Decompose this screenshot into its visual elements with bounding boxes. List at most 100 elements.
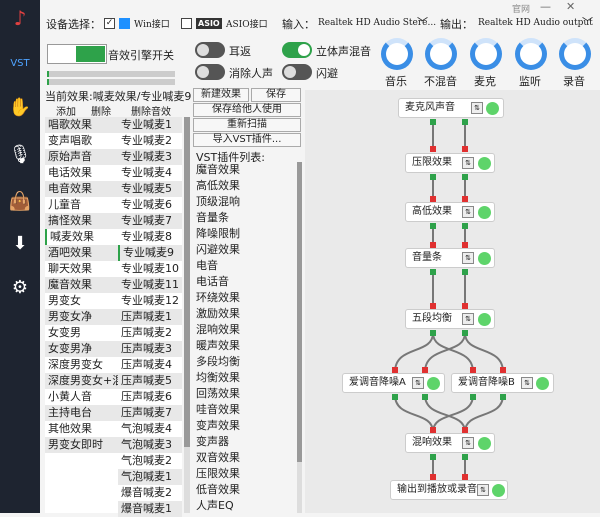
node-settings-icon[interactable]: ⇅ [462, 313, 474, 325]
chain-node-output[interactable]: 输出到播放或录音 ⇅ [390, 480, 508, 500]
preset-list-item[interactable]: 专业喊麦11 [118, 277, 182, 293]
vst-plugin-item[interactable]: 闪避效果 [196, 243, 240, 256]
chain-node-eq5[interactable]: 五段均衡 ⇅ [405, 309, 495, 329]
node-settings-icon[interactable]: ⇅ [462, 252, 474, 264]
preset-list-item[interactable]: 爆音喊麦1 [118, 501, 182, 517]
microphone-icon[interactable]: 🎙 [8, 144, 32, 165]
preset-list-item[interactable]: 压声喊麦1 [118, 309, 182, 325]
node-settings-icon[interactable]: ⇅ [471, 102, 483, 114]
preset-list-item[interactable]: 压声喊麦7 [118, 405, 182, 421]
vst-plugin-item[interactable]: 变声器 [196, 435, 229, 448]
node-enabled-indicator[interactable] [478, 157, 491, 170]
vst-plugin-item[interactable]: 电话音 [196, 275, 229, 288]
save-button[interactable]: 保存 [251, 88, 301, 102]
preset-list-item[interactable]: 专业喊麦2 [121, 134, 172, 147]
delete-effect-button[interactable]: 删除音效 [131, 107, 171, 118]
output-device-select[interactable]: Realtek HD Audio output [478, 18, 593, 28]
effect-list-item[interactable]: 男变女即时 [45, 437, 118, 453]
preset-list-item[interactable]: 压声喊麦4 [121, 358, 172, 371]
vst-plugin-item[interactable]: 高低效果 [196, 179, 240, 192]
presets-scrollbar[interactable] [184, 117, 190, 513]
effect-list-item[interactable]: 魔音效果 [45, 277, 118, 293]
node-enabled-indicator[interactable] [478, 252, 491, 265]
node-enabled-indicator[interactable] [478, 313, 491, 326]
effect-list-item[interactable]: 酒吧效果 [45, 245, 118, 261]
chain-node-limiter[interactable]: 压限效果 ⇅ [405, 153, 495, 173]
node-enabled-indicator[interactable] [427, 377, 440, 390]
scrollbar-thumb[interactable] [297, 162, 302, 462]
preset-list-item[interactable]: 专业喊麦8 [121, 230, 172, 243]
preset-list-item[interactable]: 专业喊麦7 [118, 213, 182, 229]
vst-plugin-item[interactable]: 低音效果 [196, 483, 240, 496]
vst-plugin-item[interactable]: 人声EQ [196, 499, 234, 512]
node-enabled-indicator[interactable] [536, 377, 549, 390]
effect-list-item[interactable]: 电音效果 [45, 181, 118, 197]
preset-list-item[interactable]: 压声喊麦3 [118, 341, 182, 357]
node-enabled-indicator[interactable] [478, 437, 491, 450]
effect-list-item[interactable]: 电话效果 [48, 166, 92, 179]
no-mix-knob[interactable] [425, 38, 457, 70]
vst-plugin-item[interactable]: 回荡效果 [196, 387, 240, 400]
vst-plugin-item[interactable]: 激励效果 [196, 307, 240, 320]
vst-plugin-item[interactable]: 音量条 [196, 211, 229, 224]
preset-list-item[interactable]: 专业喊麦5 [118, 181, 182, 197]
preset-list-item[interactable]: 专业喊麦3 [118, 149, 182, 165]
preset-list-item[interactable]: 气泡喊麦2 [121, 454, 172, 467]
chain-node-highlow[interactable]: 高低效果 ⇅ [405, 202, 495, 222]
vst-plugin-item[interactable]: 暖声效果 [196, 339, 240, 352]
music-knob[interactable] [381, 38, 413, 70]
effect-list-item[interactable]: 聊天效果 [48, 262, 92, 275]
chain-node-mic[interactable]: 麦克风声音 ⇅ [398, 98, 504, 118]
close-icon[interactable]: ✕ [566, 0, 576, 13]
effect-list-item[interactable]: 变声唱歌 [48, 134, 92, 147]
scrollbar-thumb[interactable] [184, 117, 190, 447]
official-site-link[interactable]: 官网 [512, 5, 531, 15]
vst-scrollbar[interactable] [297, 162, 302, 513]
vst-plugin-item[interactable]: 顶级混响 [196, 195, 240, 208]
vst-plugin-item[interactable]: 降噪限制 [196, 227, 240, 240]
node-settings-icon[interactable]: ⇅ [462, 437, 474, 449]
chain-node-denoise-b[interactable]: 爱调音降噪B ⇅ [451, 373, 554, 393]
vst-plugin-item[interactable]: 多段均衡 [196, 355, 240, 368]
win-checkbox[interactable]: ✓ [104, 18, 115, 29]
asio-checkbox[interactable] [181, 18, 192, 29]
shopping-bag-icon[interactable]: 👜 [8, 191, 32, 212]
effect-list-item[interactable]: 主持电台 [45, 405, 118, 421]
node-settings-icon[interactable]: ⇅ [462, 157, 474, 169]
preset-list-item[interactable]: 爆音喊麦2 [121, 486, 172, 499]
effect-list-item[interactable]: 儿童音 [48, 198, 81, 211]
record-knob[interactable] [559, 38, 591, 70]
effect-list-item[interactable]: 其他效果 [48, 422, 92, 435]
preset-list-item[interactable]: 专业喊麦12 [121, 294, 179, 307]
chevron-down-icon[interactable]: ﹀ [417, 16, 428, 29]
node-settings-icon[interactable]: ⇅ [462, 206, 474, 218]
gear-icon[interactable]: ⚙ [11, 277, 29, 298]
new-effect-button[interactable]: 新建效果 [193, 88, 249, 102]
add-button[interactable]: 添加 [56, 107, 76, 118]
effect-list-item[interactable]: 深度男变女+混响 [45, 373, 134, 389]
preset-list-item[interactable]: 专业喊麦10 [121, 262, 179, 275]
import-vst-button[interactable]: 导入VST插件... [193, 133, 301, 147]
preset-list-item[interactable]: 气泡喊麦1 [118, 469, 182, 485]
stereo-mix-toggle[interactable] [282, 42, 312, 58]
node-settings-icon[interactable]: ⇅ [477, 484, 489, 496]
vst-plugin-item[interactable]: 哇音效果 [196, 403, 240, 416]
vst-plugin-item[interactable]: 均衡效果 [196, 371, 240, 384]
effect-list-item[interactable]: 男变女净 [45, 309, 118, 325]
chain-node-denoise-a[interactable]: 爱调音降噪A ⇅ [342, 373, 445, 393]
delete-button[interactable]: 删除 [91, 107, 111, 118]
preset-list-item[interactable]: 压声喊麦6 [121, 390, 172, 403]
effect-list-item[interactable]: 男变女 [48, 294, 81, 307]
chain-node-volume[interactable]: 音量条 ⇅ [405, 248, 495, 268]
effect-list-item[interactable]: 唱歌效果 [45, 117, 118, 133]
minimize-icon[interactable]: — [540, 0, 551, 13]
vst-plugin-item[interactable]: 变声效果 [196, 419, 240, 432]
preset-list-item[interactable]: 专业喊麦1 [118, 117, 182, 133]
vst-plugin-item[interactable]: 压限效果 [196, 467, 240, 480]
hand-icon[interactable]: ✋ [8, 97, 32, 118]
rescan-button[interactable]: 重新扫描 [193, 118, 301, 132]
duck-toggle[interactable] [282, 64, 312, 80]
node-enabled-indicator[interactable] [486, 102, 499, 115]
vst-plugin-item[interactable]: 混响效果 [196, 323, 240, 336]
preset-list-item[interactable]: 气泡喊麦4 [121, 422, 172, 435]
